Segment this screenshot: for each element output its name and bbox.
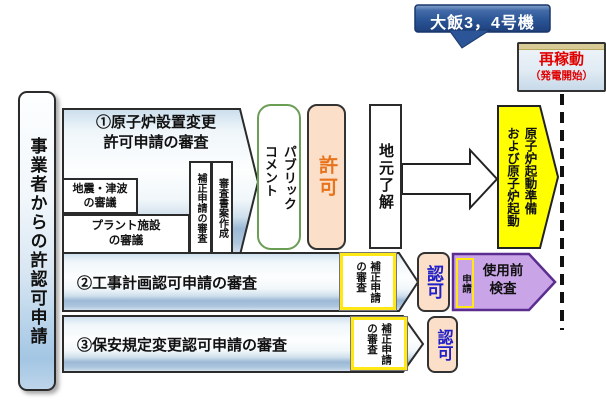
plant-facility-review-box: プラント施設 の審議 xyxy=(62,214,190,254)
amendment-review-label-1: 補正申請の審査 xyxy=(195,172,206,243)
local-consent-box: 地元了解 xyxy=(369,104,402,249)
reactor-startup-arrow-shape xyxy=(497,105,560,249)
amendment-review-box-3: 補正申請 の審査 xyxy=(351,317,407,370)
approval-box-3: 認可 xyxy=(427,316,458,373)
callout-tail xyxy=(448,29,492,49)
draft-report-box: 審査書案作成 xyxy=(211,161,233,254)
restart-title: 再稼動 xyxy=(538,51,584,68)
permission-label: 許可 xyxy=(316,155,337,199)
step2-title: ②工事計画認可申請の審査 xyxy=(77,275,258,292)
approval-box-2: 認可 xyxy=(417,252,450,312)
callout-label: 大飯3，4号機 xyxy=(430,15,535,32)
approval-label-3: 認可 xyxy=(434,328,452,361)
restart-box: 再稼動 （発電開始） xyxy=(517,42,606,92)
application-label: 申請 xyxy=(460,273,471,293)
amendment-review-label-3: 補正申請 の審査 xyxy=(366,322,393,365)
public-comment-box: パブリック コメント xyxy=(257,104,301,250)
seismic-tsunami-review-box: 地震・津波 の審議 xyxy=(62,178,138,214)
public-comment-label: パブリック コメント xyxy=(263,144,297,210)
permission-box: 許可 xyxy=(307,104,346,250)
left-bar-label: 事業者からの許認可申請 xyxy=(27,136,47,346)
restart-box-stripe xyxy=(519,44,604,50)
amendment-review-box-2: 補正申請 の審査 xyxy=(340,253,396,310)
step3-arrow-shape xyxy=(62,315,425,373)
restart-subtitle: （発電開始） xyxy=(530,70,593,83)
step3-title: ③保安規定変更認可申請の審査 xyxy=(77,337,288,354)
amendment-review-label-2: 補正申請 の審査 xyxy=(355,260,382,303)
pre-service-inspection-label: 使用前 検査 xyxy=(482,263,524,297)
step1-title: ①原子炉設置変更 許可申請の審査 xyxy=(95,114,216,152)
reactor-startup-label: 原子炉起動準備 および原子炉起動 xyxy=(505,127,537,227)
approval-label-2: 認可 xyxy=(424,265,443,299)
application-box: 申請 xyxy=(456,258,474,308)
draft-report-label: 審査書案作成 xyxy=(216,177,228,238)
local-consent-label: 地元了解 xyxy=(377,142,394,211)
white-flow-arrow xyxy=(401,147,499,211)
amendment-review-box-1: 補正申請の審査 xyxy=(189,161,212,254)
reactor-startup-label-box: 原子炉起動準備 および原子炉起動 xyxy=(499,108,541,246)
pre-service-inspection-arrow-shape xyxy=(451,252,557,312)
left-bar: 事業者からの許認可申請 xyxy=(18,91,56,391)
